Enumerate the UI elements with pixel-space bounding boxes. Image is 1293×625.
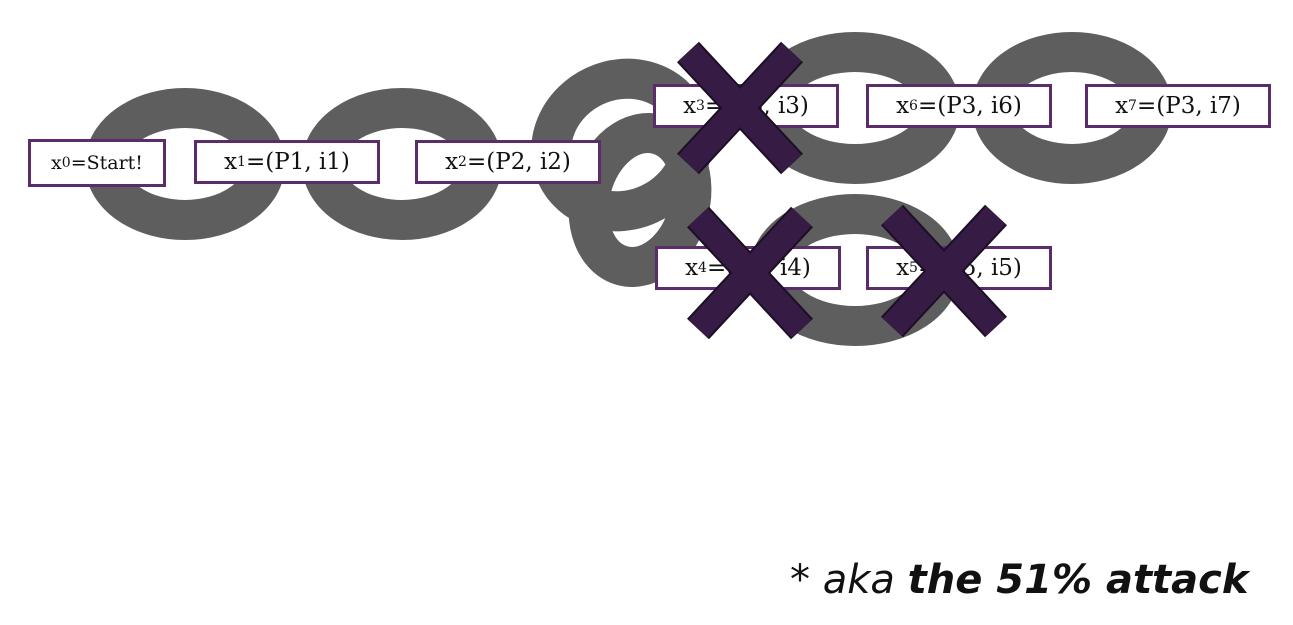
block-sub: 0 <box>61 155 71 171</box>
block-var: x <box>896 93 910 119</box>
caption: * aka the 51% attack <box>790 557 1248 603</box>
block-content: =(P2, i2) <box>466 149 571 175</box>
caption-attack: the 51% attack <box>907 557 1249 603</box>
block-sub: 7 <box>1128 98 1137 114</box>
block-sub: 2 <box>458 154 467 170</box>
block-sub: 4 <box>698 260 707 276</box>
block-var: x <box>1115 93 1129 119</box>
block-content: =(P5, i5) <box>917 255 1022 281</box>
block-var: x <box>685 255 699 281</box>
block-var: x <box>224 149 238 175</box>
block-content: =(P3, i6) <box>917 93 1022 119</box>
block-content: =(P1, i1) <box>245 149 350 175</box>
block-sub: 5 <box>909 260 918 276</box>
caption-aka: aka <box>822 557 895 603</box>
block-content: =Start! <box>70 152 143 174</box>
block-var: x <box>896 255 910 281</box>
block-var: x <box>683 93 697 119</box>
block-sub: 1 <box>237 154 246 170</box>
block-content: =(P4, i4) <box>706 255 811 281</box>
block-sub: 3 <box>696 98 705 114</box>
block-content: =(P3, i3) <box>704 93 809 119</box>
caption-prefix: * <box>790 557 823 603</box>
block-content: =(P3, i7) <box>1136 93 1241 119</box>
block-var: x <box>51 152 62 174</box>
block-var: x <box>445 149 459 175</box>
block-sub: 6 <box>909 98 918 114</box>
